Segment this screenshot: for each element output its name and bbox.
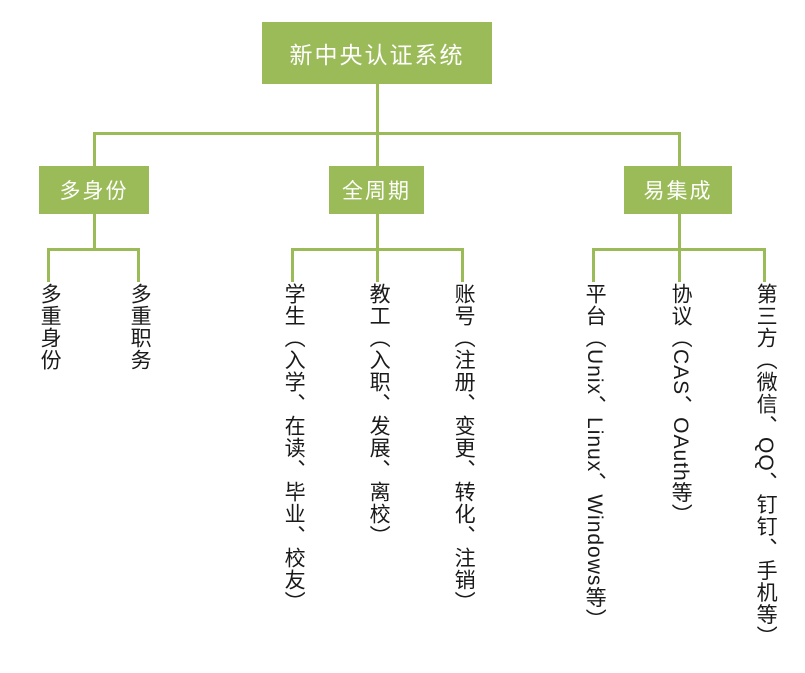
leaf-label-2-1: 学生（入学、在读、毕业、校友）	[282, 283, 306, 613]
leaf-label-3-1: 平台（Unix、Linux、Windows等）	[583, 283, 607, 631]
leaf-label-3-2: 协议（CAS、OAuth等）	[669, 283, 693, 526]
branch-node-box-2[interactable]: 全周期	[329, 166, 424, 214]
branch-node-label-2: 全周期	[342, 180, 411, 203]
connector-leaf-drop-2-3	[461, 248, 464, 282]
connector-drop-branch-2	[376, 132, 379, 166]
leaf-label-2-3: 账号（注册、变更、转化、注销）	[452, 283, 476, 613]
connector-drop-branch-1	[93, 132, 96, 166]
connector-leaf-drop-3-2	[678, 248, 681, 282]
leaf-label-1-2: 多重职务	[128, 283, 152, 371]
branch-node-label-1: 多身份	[59, 180, 129, 203]
connector-branch-1-stem	[93, 214, 96, 248]
leaf-label-2-2: 教工（入职、发展、离校）	[367, 283, 391, 547]
connector-leaf-drop-1-1	[47, 248, 50, 282]
branch-node-box-1[interactable]: 多身份	[39, 166, 149, 214]
connector-branch-2-stem	[376, 214, 379, 248]
connector-branch-3-stem	[678, 214, 681, 248]
connector-root-trunk	[376, 84, 379, 132]
connector-leaf-drop-1-2	[137, 248, 140, 282]
connector-leaf-drop-2-2	[376, 248, 379, 282]
root-node-label: 新中央认证系统	[289, 42, 465, 68]
branch-node-label-3: 易集成	[643, 180, 713, 203]
connector-level2-bus	[93, 132, 681, 135]
leaf-label-1-1: 多重身份	[38, 283, 62, 371]
connector-leaf-drop-3-3	[763, 248, 766, 282]
connector-leaf-drop-3-1	[592, 248, 595, 282]
connector-leaf-drop-2-1	[291, 248, 294, 282]
connector-branch-1-bus	[47, 248, 140, 251]
root-node-box[interactable]: 新中央认证系统	[262, 22, 492, 84]
branch-node-box-3[interactable]: 易集成	[624, 166, 732, 214]
connector-drop-branch-3	[678, 132, 681, 166]
leaf-label-3-3: 第三方（微信、QQ、钉钉、手机等）	[754, 283, 778, 648]
